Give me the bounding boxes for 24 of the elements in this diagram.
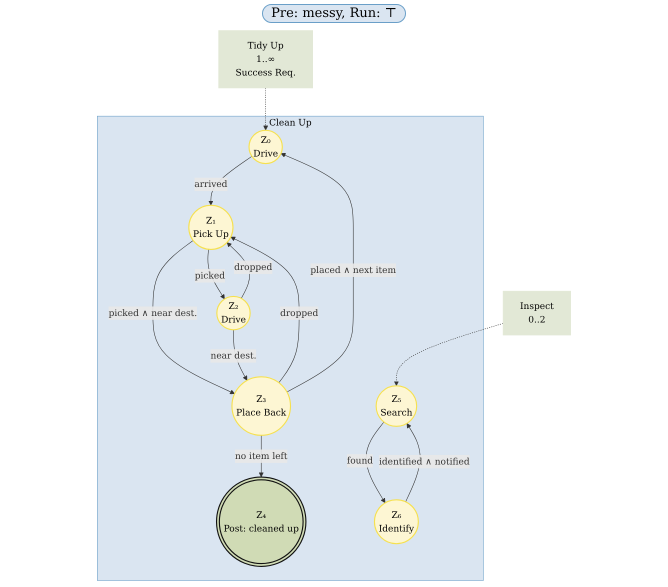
node-box: Inspect 0..2 <box>502 290 571 336</box>
edge-label: near dest. <box>210 350 256 361</box>
node-circle: Z₁ Pick Up <box>188 204 234 250</box>
arrow <box>280 152 354 392</box>
edge-label: identified ∧ notified <box>378 456 470 467</box>
node-circle: Z₄ Post: cleaned up <box>216 476 306 567</box>
node-circle: Z₃ Place Back <box>231 376 292 436</box>
condition-label: Pre: messy, Run: ⊤ <box>262 4 406 22</box>
node-box: Tidy Up 1..∞ Success Req. <box>218 30 313 88</box>
edge-label: placed ∧ next item <box>310 264 396 276</box>
edge-label: picked ∧ near dest. <box>108 307 198 318</box>
edge-label: no item left <box>234 450 288 462</box>
arrow <box>263 88 268 130</box>
edge-label: arrived <box>194 178 228 190</box>
node-circle: Z₂ Drive <box>216 296 251 330</box>
edge-label: picked <box>194 270 225 281</box>
node-circle: Z₆ Identify <box>374 499 419 544</box>
arrow <box>394 323 504 386</box>
edge-label: dropped <box>280 307 318 318</box>
arrow <box>152 240 235 394</box>
edge-label: found <box>346 455 374 466</box>
edge-label: dropped <box>234 262 272 272</box>
node-circle: Z₀ Drive <box>248 130 283 164</box>
node-circle: Z₅ Search <box>376 385 418 427</box>
